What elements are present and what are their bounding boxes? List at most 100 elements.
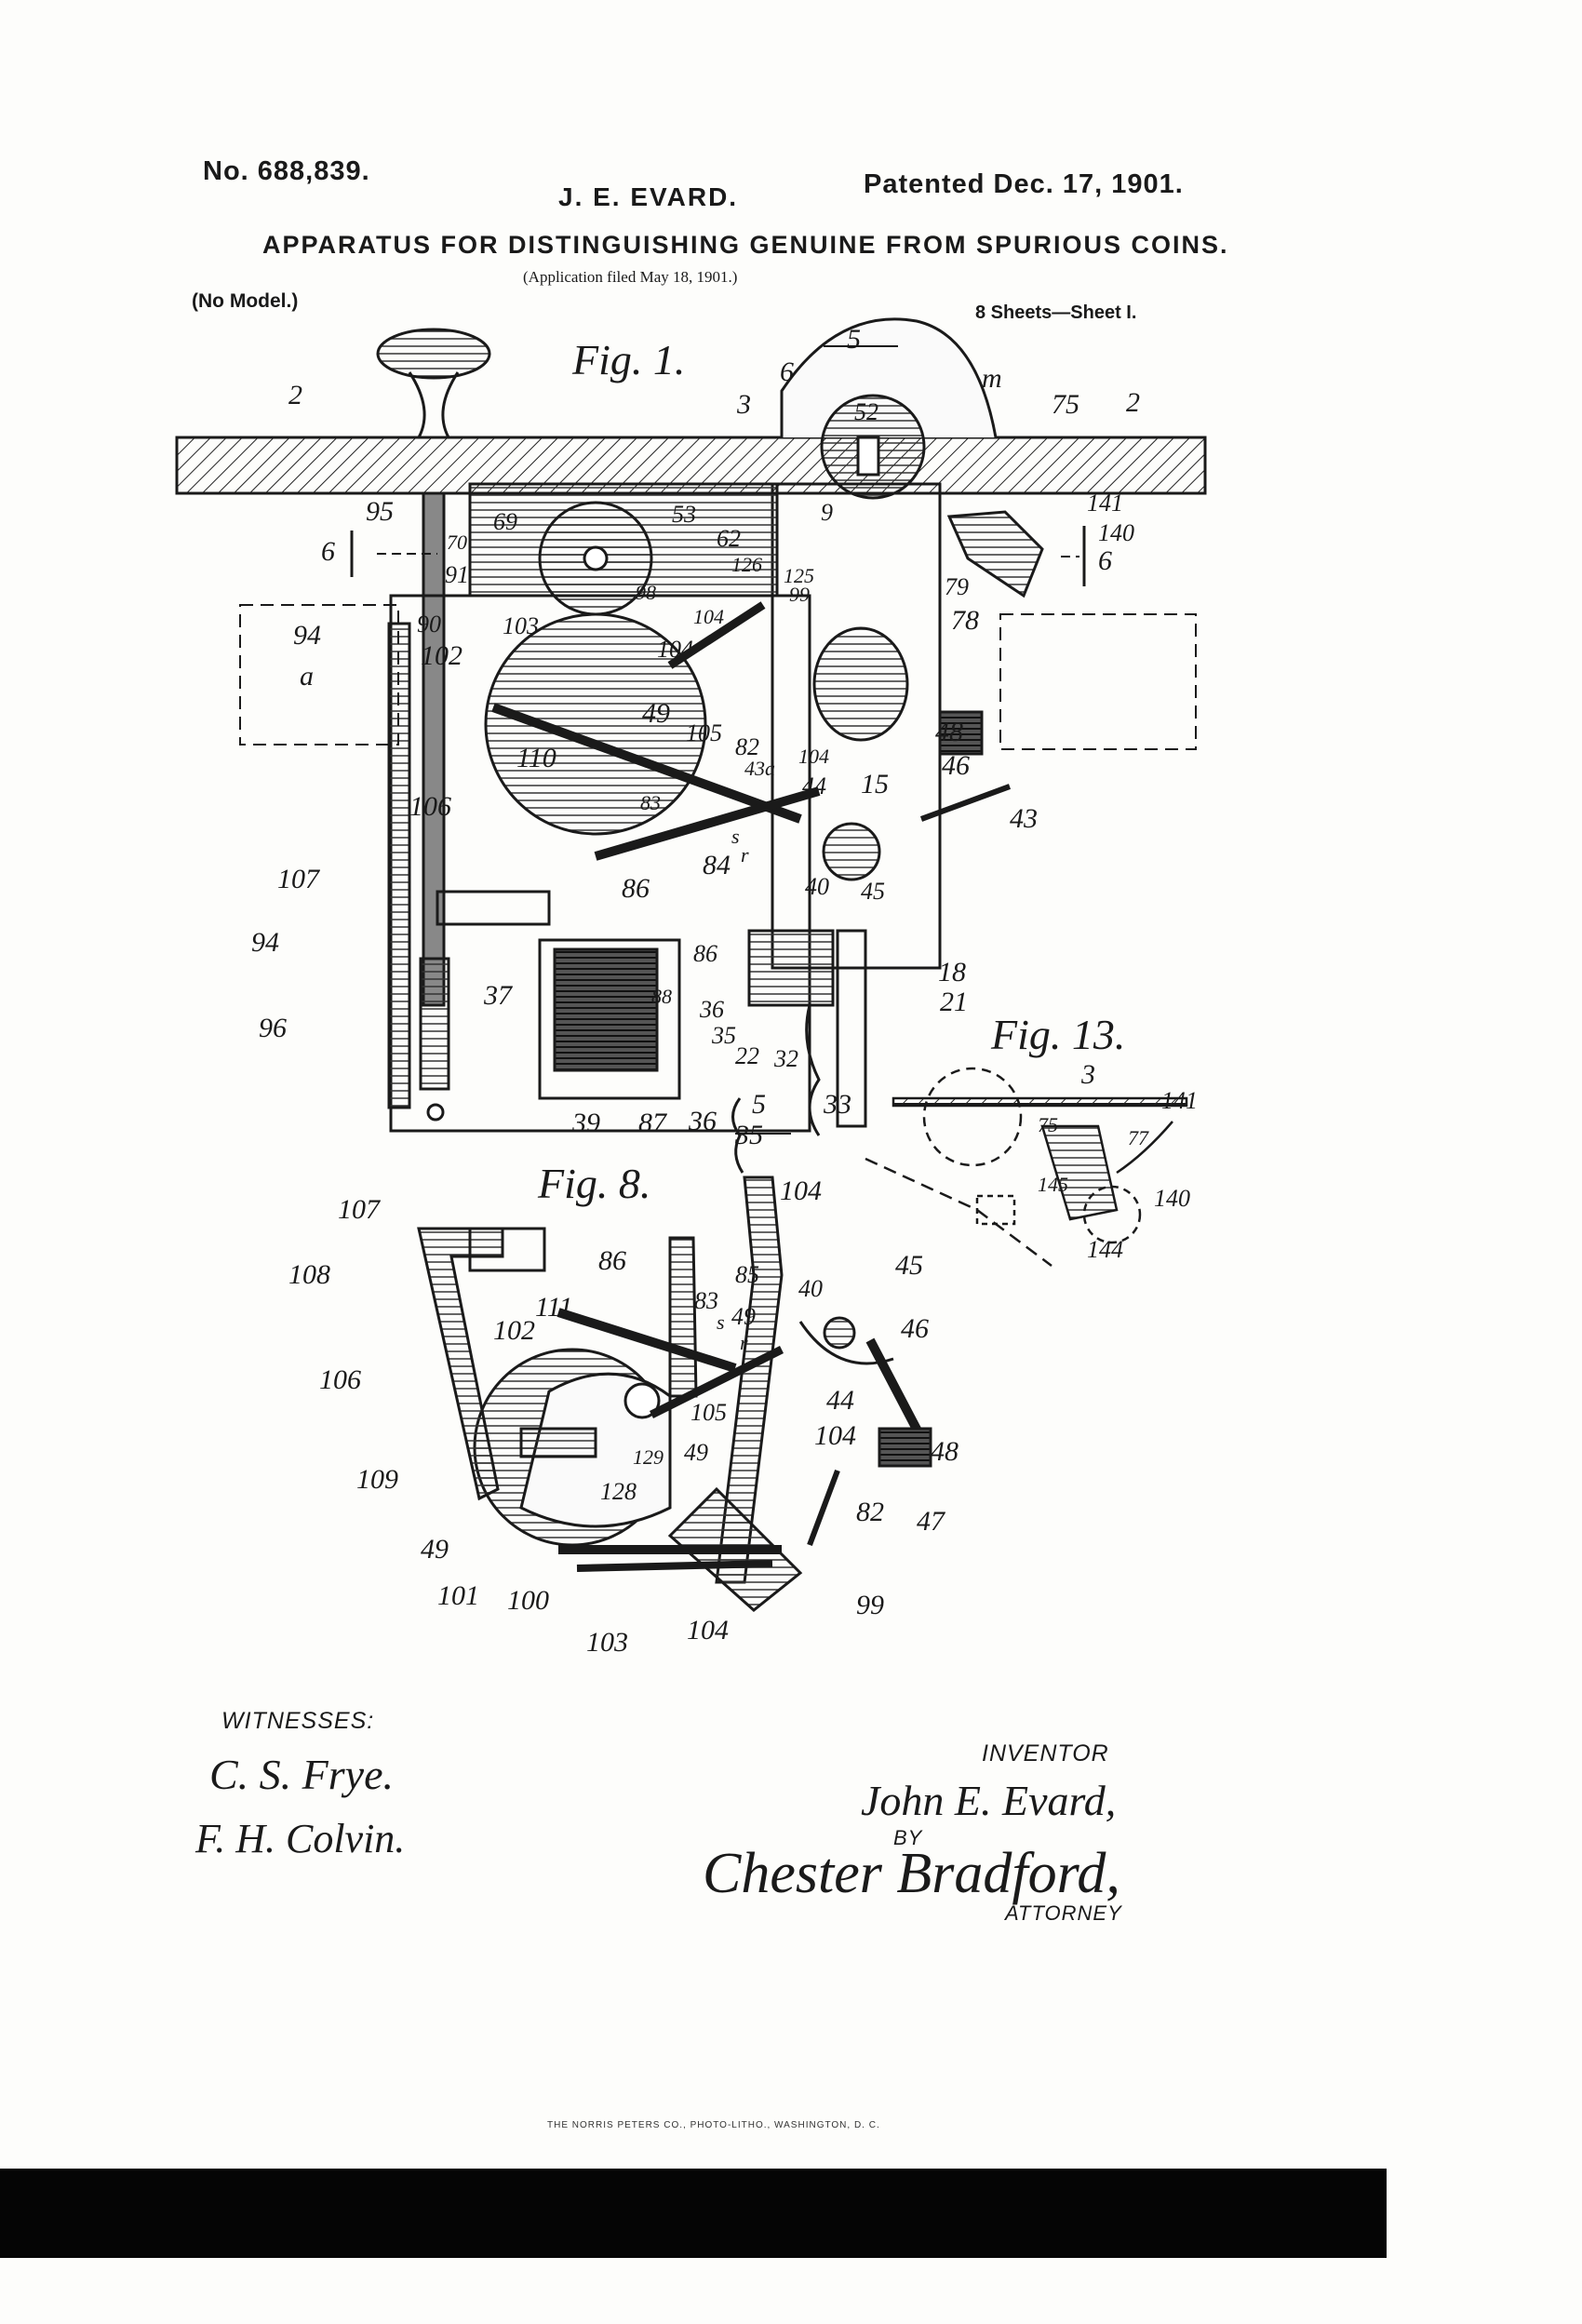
ref-label: 98 bbox=[636, 581, 656, 604]
ref-label: 126 bbox=[731, 553, 762, 576]
ref-label: 36 bbox=[700, 996, 724, 1023]
ref-label: 21 bbox=[940, 987, 968, 1017]
ref-label: a bbox=[300, 661, 314, 692]
ref-label: 104 bbox=[693, 605, 724, 628]
ref-label: 141 bbox=[1087, 490, 1123, 517]
ref-label: 125 bbox=[784, 564, 814, 587]
ref-label: 88 bbox=[651, 985, 672, 1008]
ref-label: 82 bbox=[856, 1497, 884, 1527]
by-label: BY bbox=[893, 1826, 923, 1849]
printer-imprint: THE NORRIS PETERS CO., PHOTO-LITHO., WAS… bbox=[547, 2120, 880, 2130]
ref-label: 104 bbox=[780, 1175, 822, 1206]
ref-label: 15 bbox=[861, 769, 889, 799]
ref-label: 70 bbox=[447, 531, 467, 554]
ref-label: 48 bbox=[935, 717, 963, 747]
ref-label: 86 bbox=[622, 873, 650, 904]
ref-label: 49 bbox=[731, 1303, 756, 1330]
ref-label: 91 bbox=[445, 561, 469, 588]
ref-label: 44 bbox=[802, 772, 826, 799]
ref-label: 75 bbox=[1052, 389, 1079, 420]
ref-label: 47 bbox=[917, 1506, 945, 1537]
ref-label: 108 bbox=[288, 1259, 330, 1290]
ref-label: 35 bbox=[735, 1120, 763, 1150]
ref-label: 49 bbox=[421, 1534, 449, 1565]
attorney-signature: Chester Bradford, bbox=[703, 1842, 1120, 1905]
ref-label: 103 bbox=[503, 612, 539, 639]
ref-label: 145 bbox=[1038, 1173, 1068, 1196]
ref-label: 45 bbox=[895, 1250, 923, 1281]
ref-label: 94 bbox=[251, 927, 279, 958]
ref-label: 69 bbox=[493, 508, 517, 535]
ref-label: 22 bbox=[735, 1042, 759, 1069]
fig13-label: Fig. 13. bbox=[991, 1011, 1126, 1058]
ref-label: 79 bbox=[945, 573, 969, 600]
figure-1 bbox=[175, 317, 1207, 1136]
ref-label: 101 bbox=[437, 1580, 479, 1611]
ref-label: 87 bbox=[638, 1108, 666, 1138]
ref-label: 99 bbox=[789, 583, 810, 606]
witness-signature: F. H. Colvin. bbox=[195, 1816, 406, 1861]
figure-13 bbox=[865, 1067, 1188, 1267]
ref-label: s bbox=[717, 1310, 725, 1334]
ref-label: 82 bbox=[735, 733, 759, 760]
inventor-label: INVENTOR bbox=[982, 1740, 1109, 1767]
ref-label: 6 bbox=[321, 536, 335, 567]
ref-label: 129 bbox=[633, 1445, 664, 1469]
ref-label: 77 bbox=[1128, 1126, 1148, 1149]
witnesses-label: WITNESSES: bbox=[221, 1708, 375, 1734]
ref-label: 106 bbox=[319, 1364, 361, 1395]
attorney-label: ATTORNEY bbox=[1005, 1901, 1122, 1925]
ref-label: 107 bbox=[338, 1194, 380, 1225]
ref-label: 95 bbox=[366, 496, 394, 527]
ref-label: 85 bbox=[735, 1261, 759, 1288]
ref-label: 35 bbox=[712, 1022, 736, 1049]
ref-label: 140 bbox=[1154, 1185, 1190, 1212]
ref-label: 5 bbox=[752, 1089, 766, 1120]
inventor-heading: J. E. EVARD. bbox=[558, 182, 739, 211]
ref-label: 9 bbox=[821, 499, 833, 526]
sheet-count: 8 Sheets—Sheet I. bbox=[975, 302, 1137, 323]
ref-label: 104 bbox=[814, 1420, 856, 1451]
ref-label: 86 bbox=[598, 1245, 626, 1276]
ref-label: 6 bbox=[780, 356, 794, 387]
ref-label: 94 bbox=[293, 620, 321, 651]
ref-label: 39 bbox=[572, 1108, 600, 1138]
ref-label: 78 bbox=[951, 605, 979, 636]
ref-label: 83 bbox=[694, 1287, 718, 1314]
ref-label: 106 bbox=[409, 791, 451, 822]
ref-label: 90 bbox=[417, 611, 441, 638]
ref-label: 52 bbox=[854, 398, 878, 425]
ref-label: 62 bbox=[717, 525, 741, 552]
ref-label: 46 bbox=[942, 750, 970, 781]
ref-label: s bbox=[731, 825, 740, 848]
ref-label: 46 bbox=[901, 1313, 929, 1344]
ref-label: 109 bbox=[356, 1464, 398, 1495]
ref-label: 3 bbox=[737, 389, 751, 420]
ref-label: 99 bbox=[856, 1590, 884, 1620]
ref-label: 45 bbox=[861, 878, 885, 905]
ref-label: m bbox=[982, 363, 1002, 394]
patent-title: APPARATUS FOR DISTINGUISHING GENUINE FRO… bbox=[262, 231, 1229, 259]
ref-label: 104 bbox=[687, 1615, 729, 1646]
ref-label: 33 bbox=[824, 1089, 851, 1120]
ref-label: 40 bbox=[798, 1275, 823, 1302]
ref-label: 53 bbox=[672, 501, 696, 528]
ref-label: 44 bbox=[826, 1385, 854, 1416]
model-note: (No Model.) bbox=[192, 290, 299, 312]
ref-label: 140 bbox=[1098, 519, 1134, 546]
ref-label: 111 bbox=[535, 1292, 573, 1323]
ref-label: 37 bbox=[484, 980, 512, 1011]
figure-8 bbox=[417, 1097, 932, 1612]
ref-label: 102 bbox=[493, 1315, 535, 1346]
ref-label: 2 bbox=[288, 380, 302, 410]
ref-label: 6 bbox=[1098, 545, 1112, 576]
ref-label: 18 bbox=[938, 957, 966, 987]
ref-label: 83 bbox=[640, 791, 661, 814]
ref-label: 96 bbox=[259, 1013, 287, 1043]
scan-border bbox=[0, 2169, 1387, 2258]
ref-label: r bbox=[741, 843, 749, 866]
application-filed: (Application filed May 18, 1901.) bbox=[523, 268, 738, 286]
ref-label: 3 bbox=[1081, 1059, 1095, 1090]
ref-label: 2 bbox=[1126, 387, 1140, 418]
